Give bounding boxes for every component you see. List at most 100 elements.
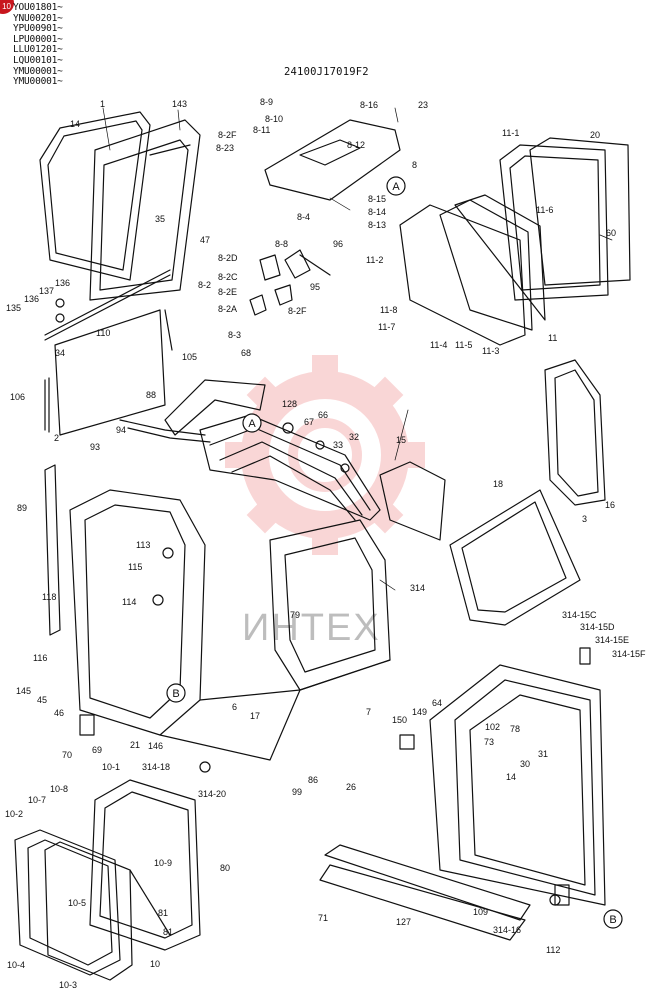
part-label: 11-4	[430, 340, 447, 350]
part-label: 106	[10, 392, 25, 402]
door-glass-outer	[14, 829, 121, 976]
serial-range: LQU00101~	[13, 54, 63, 66]
part-label: 150	[392, 715, 407, 725]
rear-window-frame	[89, 119, 201, 301]
part-label: 1	[100, 99, 105, 109]
part-label: 314-15F	[612, 649, 646, 659]
part-label: 8-8	[275, 239, 288, 249]
trim-strip	[44, 464, 61, 636]
part-label: 136	[55, 278, 70, 288]
reference-marker: B	[609, 914, 616, 926]
part-label: 143	[172, 99, 187, 109]
part-label: 11-8	[380, 305, 397, 315]
part-label: 314-20	[198, 789, 226, 799]
part-label: 116	[33, 653, 47, 663]
serial-range-list: YOU01801~ YNU00201~ YPU00901~ LPU00001~ …	[13, 2, 63, 88]
part-label: 110	[96, 328, 110, 338]
serial-range: LPU00001~	[13, 33, 63, 45]
part-label: 73	[484, 737, 494, 747]
part-label: 14	[506, 772, 516, 782]
part-label: 11-7	[378, 322, 395, 332]
part-label: 8-2F	[218, 130, 237, 140]
part-label: 113	[136, 540, 150, 550]
sill-bar	[324, 844, 531, 921]
part-label: 102	[485, 722, 500, 732]
part-label: 8-15	[368, 194, 386, 204]
part-label: 95	[310, 282, 320, 292]
part-label: 11-5	[455, 340, 472, 350]
part-labels: 1 143 14 8-9 8-10 8-11 8-2F 8-23 8-16 23…	[5, 97, 646, 990]
part-label: 30	[520, 759, 530, 769]
part-label: 26	[346, 782, 356, 792]
part-label: 99	[292, 787, 302, 797]
part-label: 118	[42, 592, 56, 602]
part-label: 8-4	[297, 212, 310, 222]
part-label: 8-11	[253, 125, 270, 135]
part-label: 21	[130, 740, 140, 750]
part-label: 96	[333, 239, 343, 249]
serial-range: YMU00001~	[13, 76, 63, 88]
part-label: 32	[349, 432, 359, 442]
reference-marker: A	[392, 181, 400, 193]
rear-window-glass	[99, 139, 189, 291]
part-label: 34	[55, 348, 65, 358]
roof-panel	[264, 119, 401, 201]
part-label: 93	[90, 442, 100, 452]
part-label: 8-16	[360, 100, 378, 110]
part-label: 10-8	[50, 784, 68, 794]
part-label: 10-2	[5, 809, 23, 819]
part-label: 8-2	[198, 280, 211, 290]
handrail	[164, 379, 266, 436]
part-label: 314-15D	[580, 622, 615, 632]
cab-frame	[69, 489, 206, 736]
part-label: 10-9	[154, 858, 172, 868]
part-label: 10	[150, 959, 160, 969]
part-label: 114	[122, 597, 136, 607]
part-label: 10-1	[102, 762, 120, 772]
part-label: 146	[148, 741, 163, 751]
part-label: 8-14	[368, 207, 386, 217]
part-label: 314-15C	[562, 610, 597, 620]
part-label: 105	[182, 352, 197, 362]
part-label: 11-6	[536, 205, 553, 215]
part-label: 314-18	[142, 762, 170, 772]
part-label: 3	[582, 514, 587, 524]
part-label: 81	[158, 908, 168, 918]
document-code: 24100J17019F2	[284, 66, 369, 78]
side-pillar-glass	[544, 359, 606, 506]
part-label: 86	[308, 775, 318, 785]
part-label: 60	[606, 228, 616, 238]
reference-markers: A A B B	[166, 176, 623, 929]
part-label: 8-2F	[288, 306, 307, 316]
part-label: 10-7	[28, 795, 46, 805]
part-label: 115	[128, 562, 142, 572]
watermark-text: ИНТЕХ	[242, 607, 381, 649]
part-label: 128	[282, 399, 297, 409]
part-label: 136	[24, 294, 39, 304]
right-door-panel	[429, 664, 606, 906]
part-label: 145	[16, 686, 31, 696]
part-label: 11-3	[482, 346, 499, 356]
part-label: 149	[412, 707, 427, 717]
part-label: 314-16	[493, 925, 521, 935]
serial-range: YPU00901~	[13, 23, 63, 35]
window-glass-panel	[54, 309, 166, 436]
part-label: 314-15E	[595, 635, 629, 645]
part-label: 80	[220, 863, 230, 873]
part-label: 135	[6, 303, 21, 313]
part-label: 10-5	[68, 898, 86, 908]
part-label: 10-3	[59, 980, 77, 990]
door-glass-inner	[44, 841, 133, 981]
part-label: 6	[232, 702, 237, 712]
part-label: 67	[304, 417, 314, 427]
part-label: 11-1	[502, 128, 519, 138]
reference-marker: A	[248, 418, 256, 430]
part-label: 20	[590, 130, 600, 140]
part-label: 10-4	[7, 960, 25, 970]
part-label: 68	[241, 348, 251, 358]
part-label: 127	[396, 917, 411, 927]
serial-range: YMU00001~	[13, 65, 63, 77]
reference-marker: B	[172, 688, 179, 700]
part-label: 8-2E	[218, 287, 237, 297]
